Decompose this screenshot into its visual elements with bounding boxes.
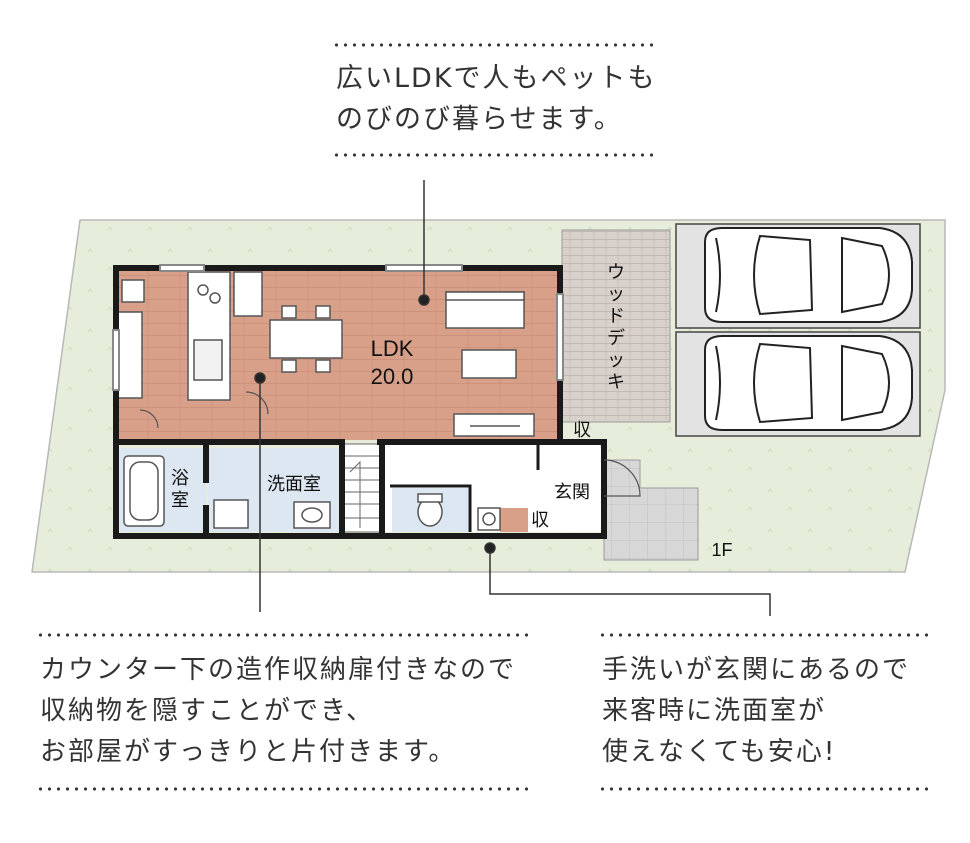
svg-text:ウ: ウ [607,262,625,282]
bottom-left-note-line-3: お部屋がすっきりと片付きます。 [40,737,457,767]
bath-label-2: 室 [171,490,189,510]
svg-text:ッ: ッ [607,284,625,304]
washroom-label: 洗面室 [267,474,321,494]
entrance-floor [540,444,604,532]
bottom-left-note-border-top [36,632,532,638]
bottom-right-note-border-top [598,632,930,638]
floor-label: 1F [711,540,732,560]
svg-text:デ: デ [607,328,625,348]
storage-label-2: 収 [531,510,549,530]
bottom-right-note-line-1: 手洗いが玄関にあるので [602,655,911,685]
bottom-right-note-border-bottom [598,786,930,792]
car-icon [704,227,913,323]
storage-label-1: 収 [573,420,591,440]
bottom-right-note: 手洗いが玄関にあるので 来客時に洗面室が 使えなくても安心! [602,650,910,773]
ldk-label: LDK [371,336,414,361]
furniture [117,271,535,531]
bottom-left-note-line-1: カウンター下の造作収納扉付きなので [40,655,517,685]
top-note-border-top [332,42,658,48]
bath-label-1: 浴 [171,468,189,488]
entrance-tile [603,459,699,561]
leader-lines [254,180,771,616]
wood-deck [561,229,671,423]
car-icon [704,335,913,431]
bottom-left-note: カウンター下の造作収納扉付きなので 収納物を隠すことができ、 お部屋がすっきりと… [40,650,516,773]
inner-walls [390,444,540,532]
bottom-left-note-border-bottom [36,786,532,792]
bottom-right-note-line-3: 使えなくても安心! [602,737,837,767]
svg-text:ッ: ッ [607,350,625,370]
entrance-label: 玄関 [554,482,590,502]
top-note-border-bottom [332,152,658,158]
ldk-size: 20.0 [371,364,414,389]
top-note: 広いLDKで人もペットも のびのび暮らせます。 [336,58,657,140]
parking [675,223,921,437]
svg-text:ド: ド [607,306,625,326]
hall-wood-strip [500,508,528,532]
stairs [341,443,383,533]
top-note-line-1: 広いLDKで人もペットも [336,63,657,94]
bottom-right-note-line-2: 来客時に洗面室が [602,696,827,726]
top-note-line-2: のびのび暮らせます。 [336,104,623,135]
walls [113,265,607,539]
bottom-left-note-line-2: 収納物を隠すことができ、 [40,696,375,726]
deck-label: ウ ッ ド デ ッ キ [607,262,625,392]
doors [139,391,641,497]
svg-text:キ: キ [607,372,625,392]
